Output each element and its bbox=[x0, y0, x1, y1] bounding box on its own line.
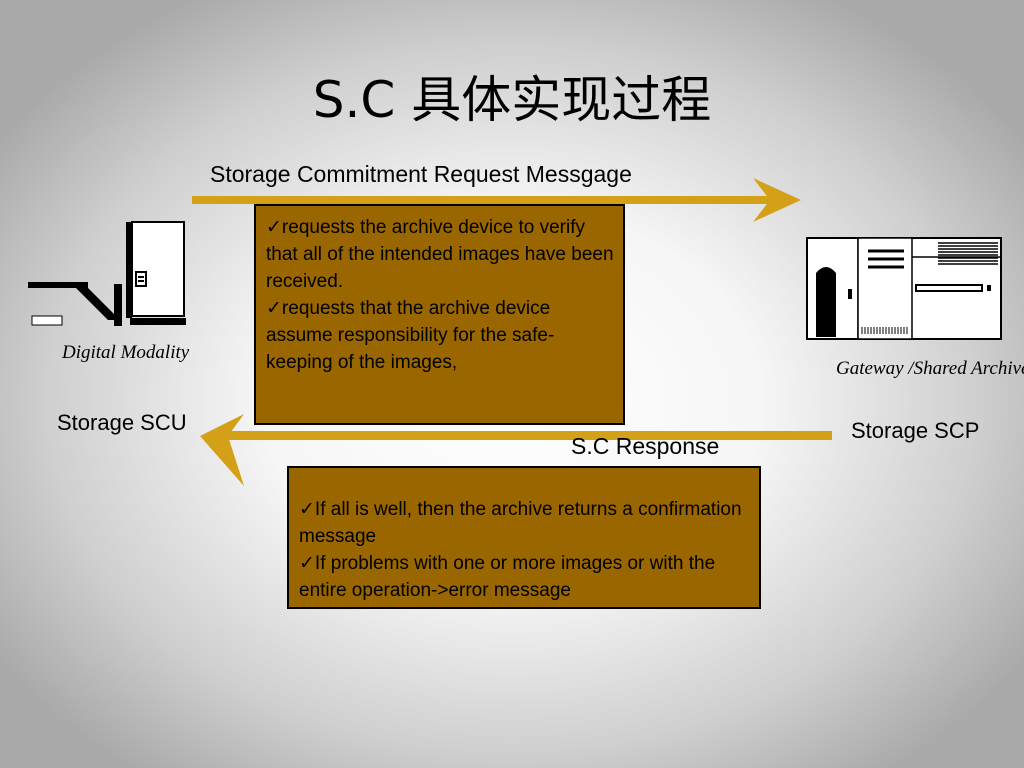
archive-server-icon bbox=[806, 237, 1002, 340]
check-icon: ✓ bbox=[266, 298, 282, 319]
scu-caption: Digital Modality bbox=[62, 342, 190, 363]
response-bullet-2: ✓If problems with one or more images or … bbox=[299, 553, 716, 601]
response-arrow bbox=[200, 414, 832, 486]
workstation-icon bbox=[28, 221, 186, 326]
request-message-label: Storage Commitment Request Messgage bbox=[210, 161, 632, 187]
slide-title: S.C 具体实现过程 bbox=[312, 71, 712, 129]
scu-label: Storage SCU bbox=[57, 410, 187, 435]
scp-label: Storage SCP bbox=[851, 418, 980, 443]
request-arrow bbox=[192, 178, 801, 222]
response-bullet-1: ✓If all is well, then the archive return… bbox=[299, 499, 742, 547]
response-message-box: ✓If all is well, then the archive return… bbox=[287, 466, 761, 609]
check-icon: ✓ bbox=[299, 553, 315, 574]
response-message-label: S.C Response bbox=[571, 433, 720, 459]
scp-caption: Gateway /Shared Archive bbox=[836, 358, 1024, 379]
request-bullet-2: ✓requests that the archive device assume… bbox=[266, 298, 555, 373]
check-icon: ✓ bbox=[299, 499, 315, 520]
request-bullet-1: ✓requests the archive device to verify t… bbox=[266, 217, 614, 292]
request-message-box: ✓requests the archive device to verify t… bbox=[254, 204, 625, 425]
check-icon: ✓ bbox=[266, 217, 282, 238]
